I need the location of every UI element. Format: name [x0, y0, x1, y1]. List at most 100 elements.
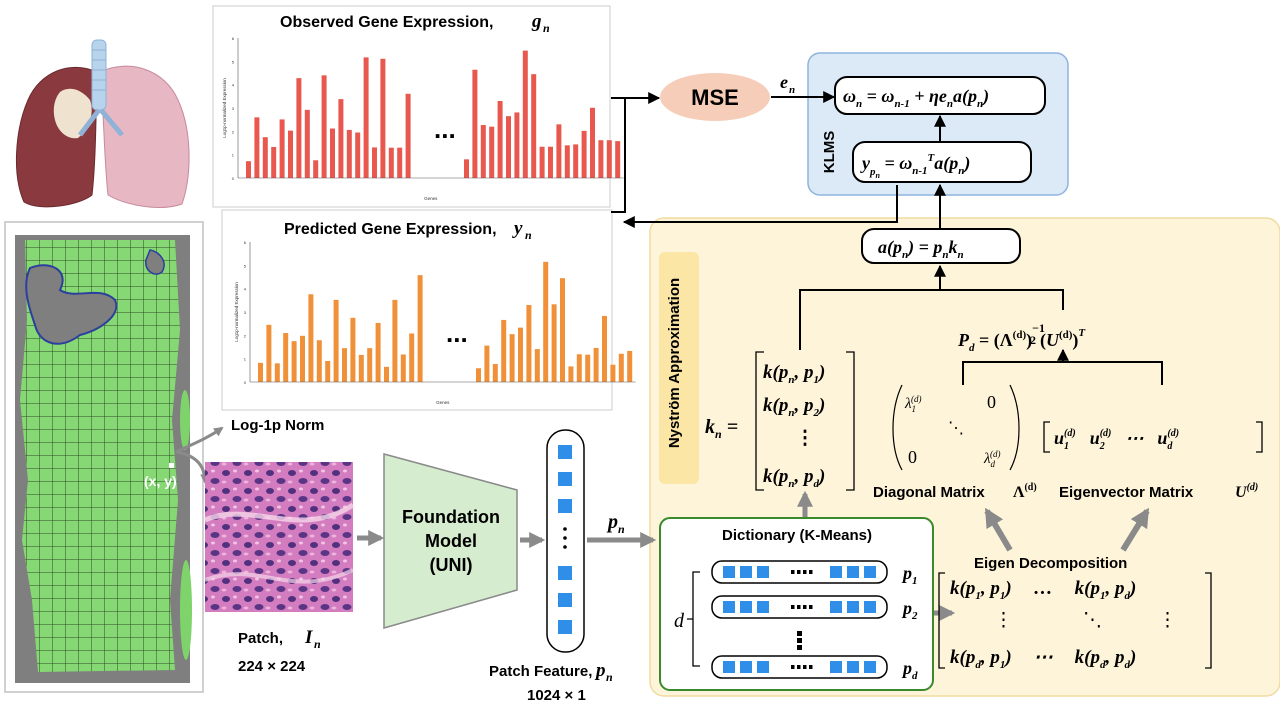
dict-brace — [687, 571, 700, 667]
bar — [484, 345, 490, 382]
bar — [548, 146, 553, 178]
kernel-row-1: k(p1, p1)…k(p1, pd) — [950, 578, 1136, 602]
feature-label-sub: n — [606, 670, 613, 684]
feature-label-var: p — [594, 660, 606, 681]
bar — [397, 147, 403, 178]
observed-chart-title-var: g — [531, 11, 542, 32]
dict-d-label: d — [674, 610, 685, 632]
mse-label: MSE — [691, 85, 739, 110]
row-dots — [803, 570, 807, 574]
projection-equation: Pd = (Λ(d))−1 2(U(d))T — [957, 321, 1086, 354]
bar — [363, 57, 369, 178]
observed-chart-title-sub: n — [543, 21, 550, 35]
bar — [279, 119, 285, 178]
predicted-chart-title-var: y — [512, 218, 523, 239]
bar — [576, 354, 582, 382]
y-tick-label: 4 — [232, 83, 235, 88]
arrow-predicted-to-mse — [611, 98, 626, 213]
bar — [266, 324, 272, 382]
bar — [564, 145, 570, 178]
bar — [333, 299, 339, 382]
y-axis-label: Log1p-normalized Expression — [222, 78, 227, 138]
foundation-label-3: (UNI) — [430, 555, 473, 575]
bar — [246, 161, 251, 178]
bar — [367, 348, 373, 382]
patch-label-sub: n — [314, 637, 321, 651]
x-axis-label: Genes — [436, 400, 450, 405]
bar — [375, 322, 381, 382]
feature-square — [723, 601, 735, 613]
bar — [288, 130, 293, 178]
bar — [325, 361, 331, 382]
feature-square — [757, 601, 769, 613]
bar — [342, 348, 347, 382]
column-dots — [797, 638, 802, 643]
bar — [543, 261, 549, 382]
kn-entry-dots: ⋮ — [796, 428, 815, 449]
arrow-en-sub: n — [789, 84, 795, 96]
prediction-box — [852, 141, 1032, 183]
y-tick-label: 3 — [244, 310, 247, 315]
bar — [539, 146, 545, 178]
bar — [568, 366, 574, 382]
bar — [271, 146, 277, 178]
weight-update-box — [834, 76, 1046, 115]
arrow-kernel-to-diag — [984, 507, 1013, 552]
feature-vector-icon — [546, 429, 585, 653]
bar — [330, 128, 335, 178]
bar — [321, 75, 327, 178]
column-dots — [797, 631, 802, 636]
eig-bracket-left — [1043, 421, 1050, 453]
bar — [501, 319, 507, 382]
bar — [480, 125, 486, 178]
bar — [518, 327, 523, 382]
feature-square — [847, 601, 859, 613]
feature-square — [847, 566, 859, 578]
feature-square — [830, 661, 842, 673]
bar — [509, 334, 515, 382]
kn-label: kn = — [705, 416, 738, 441]
arrow-to-log1p — [175, 426, 224, 454]
row-dots — [797, 605, 801, 609]
bar — [531, 74, 537, 178]
eig-matrix-label: Eigenvector Matrix — [1059, 484, 1194, 501]
bar — [551, 304, 557, 382]
row-dots — [809, 570, 813, 574]
he-patch-icon — [203, 462, 355, 612]
lung-illustration-icon — [15, 39, 190, 208]
patch-size: 224 × 224 — [238, 658, 306, 675]
bar — [392, 299, 398, 382]
foundation-model — [383, 453, 518, 629]
bar — [313, 160, 319, 178]
feature-square — [864, 566, 876, 578]
mse-node — [660, 73, 770, 121]
bar — [585, 354, 591, 382]
klms-label: KLMS — [821, 131, 838, 174]
feature-size: 1024 × 1 — [527, 687, 586, 704]
bar — [627, 350, 633, 382]
y-tick-label: 0 — [244, 380, 247, 385]
bar — [590, 107, 595, 178]
x-axis-label: Genes — [424, 196, 438, 201]
bar — [602, 315, 607, 382]
predicted-chart-title: Predicted Gene Expression, — [284, 221, 497, 238]
bar — [358, 354, 364, 382]
arrow-pn-label: p — [606, 511, 618, 533]
row-dots — [809, 605, 813, 609]
y-tick-label: 0 — [232, 176, 235, 181]
diag-paren-right — [1009, 384, 1020, 471]
row-dots — [803, 665, 807, 669]
nystrom-label-box — [659, 252, 699, 484]
observed-chart-title: Observed Gene Expression, — [280, 14, 493, 31]
bar — [581, 130, 587, 178]
arrow-map-to-predicted-chart — [622, 185, 898, 228]
nystrom-label: Nyström Approximation — [666, 278, 683, 448]
y-tick-label: 1 — [244, 357, 247, 362]
bar — [316, 340, 322, 382]
bar — [409, 333, 415, 382]
arrow-kernel-to-eig — [1120, 507, 1150, 552]
y-tick-label: 6 — [244, 240, 247, 245]
